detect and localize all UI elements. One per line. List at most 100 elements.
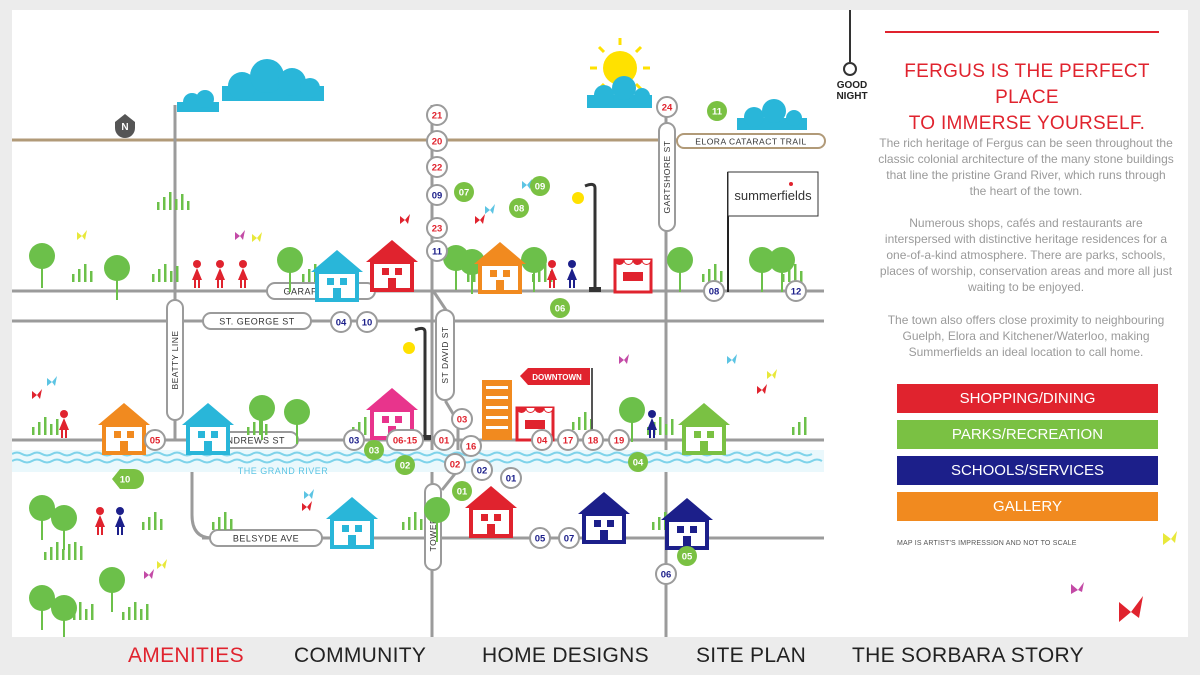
- amenity-marker-shopping[interactable]: 05: [144, 429, 166, 451]
- butterfly-icon: [47, 376, 57, 386]
- amenity-marker-parks[interactable]: 05: [677, 546, 697, 566]
- tree-icon: [749, 247, 775, 292]
- intro-paragraph-2: Numerous shops, cafés and restaurants ar…: [879, 216, 1173, 294]
- butterfly-icon: [727, 354, 737, 364]
- svg-text:02: 02: [450, 460, 461, 471]
- street-label-gartshore: GARTSHORE ST: [658, 122, 676, 232]
- amenity-marker-schools[interactable]: 09: [426, 184, 448, 206]
- amenity-marker-shopping[interactable]: 20: [426, 130, 448, 152]
- amenity-marker-schools[interactable]: 01: [500, 467, 522, 489]
- svg-text:19: 19: [614, 436, 625, 447]
- svg-text:12: 12: [791, 287, 802, 298]
- svg-text:GARTSHORE ST: GARTSHORE ST: [662, 141, 672, 214]
- amenity-marker-parks[interactable]: 03: [364, 440, 384, 460]
- person-icon: [567, 260, 577, 288]
- amenity-marker-schools[interactable]: 02: [471, 459, 493, 481]
- amenity-marker-shopping[interactable]: 03: [451, 408, 473, 430]
- amenity-marker-shopping[interactable]: 22: [426, 156, 448, 178]
- butterflies-decor: [32, 179, 777, 579]
- svg-text:07: 07: [459, 188, 470, 199]
- svg-text:01: 01: [506, 474, 517, 485]
- amenity-marker-parks[interactable]: 08: [509, 198, 529, 218]
- tree-icon: [51, 505, 77, 550]
- amenity-marker-shopping[interactable]: 02: [444, 453, 466, 475]
- street-label-belsyde: BELSYDE AVE: [209, 529, 323, 547]
- nav-site-plan[interactable]: SITE PLAN: [696, 644, 807, 667]
- amenity-marker-parks[interactable]: 06: [550, 298, 570, 318]
- amenity-marker-shopping[interactable]: 04: [531, 429, 553, 451]
- tree-icon: [29, 495, 55, 540]
- parks-recreation-button[interactable]: PARKS/RECREATION: [897, 420, 1158, 449]
- amenity-marker-parks[interactable]: 07: [454, 182, 474, 202]
- good-night-pull-line: [849, 10, 851, 62]
- cloud-icon: [222, 59, 324, 101]
- nav-sorbara-story[interactable]: THE SORBARA STORY: [852, 644, 1084, 667]
- amenity-marker-shopping[interactable]: 06-15: [386, 429, 424, 451]
- amenity-marker-schools[interactable]: 08: [703, 280, 725, 302]
- amenity-marker-shopping[interactable]: 16: [460, 435, 482, 457]
- butterfly-icon: [157, 559, 167, 569]
- amenity-marker-parks[interactable]: 02: [395, 455, 415, 475]
- amenity-marker-schools[interactable]: 06: [655, 563, 677, 585]
- amenity-marker-parks[interactable]: 09: [530, 176, 550, 196]
- svg-text:N: N: [121, 122, 128, 133]
- tree-icon: [249, 395, 275, 440]
- amenity-marker-shopping[interactable]: 17: [557, 429, 579, 451]
- amenity-marker-shopping[interactable]: 19: [608, 429, 630, 451]
- amenity-marker-schools[interactable]: 07: [558, 527, 580, 549]
- amenity-marker-schools[interactable]: 03: [343, 429, 365, 451]
- house-icon: [326, 497, 378, 549]
- svg-text:01: 01: [439, 436, 450, 447]
- amenity-marker-parks[interactable]: 11: [707, 101, 727, 121]
- nav-community[interactable]: COMMUNITY: [294, 644, 427, 667]
- amenity-marker-parks[interactable]: 04: [628, 452, 648, 472]
- amenity-marker-shopping[interactable]: 01: [433, 429, 455, 451]
- svg-text:06-15: 06-15: [393, 436, 418, 447]
- svg-text:summerfields: summerfields: [734, 188, 812, 203]
- amenity-marker-schools[interactable]: 11: [426, 240, 448, 262]
- good-night-toggle[interactable]: [843, 62, 857, 76]
- street-label-st-david: ST DAVID ST: [435, 309, 455, 401]
- svg-text:11: 11: [432, 247, 443, 258]
- street-label-beatty: BEATTY LINE: [166, 299, 184, 421]
- nav-amenities[interactable]: AMENITIES: [128, 644, 244, 667]
- svg-text:BELSYDE AVE: BELSYDE AVE: [233, 534, 299, 544]
- svg-text:04: 04: [336, 318, 347, 329]
- amenity-marker-schools[interactable]: 05: [529, 527, 551, 549]
- shopping-dining-button[interactable]: SHOPPING/DINING: [897, 384, 1158, 413]
- good-night-label[interactable]: GOOD NIGHT: [832, 80, 872, 102]
- amenity-marker-shopping[interactable]: 18: [582, 429, 604, 451]
- shop-icon: [613, 258, 653, 294]
- tree-icon: [277, 247, 303, 292]
- people-decor: [59, 260, 657, 535]
- cloud-icon: [737, 99, 807, 130]
- amenity-marker-parks[interactable]: 10: [112, 469, 144, 489]
- butterfly-icon: [252, 232, 262, 242]
- house-icon: [98, 403, 150, 455]
- svg-text:05: 05: [535, 534, 546, 545]
- schools-services-button[interactable]: SCHOOLS/SERVICES: [897, 456, 1158, 485]
- svg-text:ST DAVID ST: ST DAVID ST: [440, 326, 450, 383]
- amenity-marker-schools[interactable]: 12: [785, 280, 807, 302]
- amenity-marker-shopping[interactable]: 21: [426, 104, 448, 126]
- person-icon: [647, 410, 657, 438]
- street-lamp-icon: [403, 326, 431, 440]
- butterfly-icon: [304, 489, 314, 499]
- amenity-marker-shopping[interactable]: 24: [656, 96, 678, 118]
- cloud-icon: [177, 90, 219, 112]
- north-compass-icon: N: [115, 114, 135, 138]
- amenity-marker-shopping[interactable]: 23: [426, 217, 448, 239]
- amenity-marker-schools[interactable]: 10: [356, 311, 378, 333]
- street-label-grand-river: THE GRAND RIVER: [238, 466, 328, 476]
- amenity-marker-parks[interactable]: 01: [452, 481, 472, 501]
- nav-home-designs[interactable]: HOME DESIGNS: [482, 644, 649, 667]
- main-nav: AMENITIES COMMUNITY HOME DESIGNS SITE PL…: [0, 637, 1200, 675]
- gallery-button[interactable]: GALLERY: [897, 492, 1158, 521]
- tree-icon: [521, 247, 547, 292]
- amenity-marker-schools[interactable]: 04: [330, 311, 352, 333]
- headline-line-1: FERGUS IS THE PERFECT PLACE: [904, 61, 1150, 108]
- butterfly-icon: [77, 230, 87, 240]
- tree-icon: [284, 399, 310, 444]
- house-icon: [311, 250, 363, 302]
